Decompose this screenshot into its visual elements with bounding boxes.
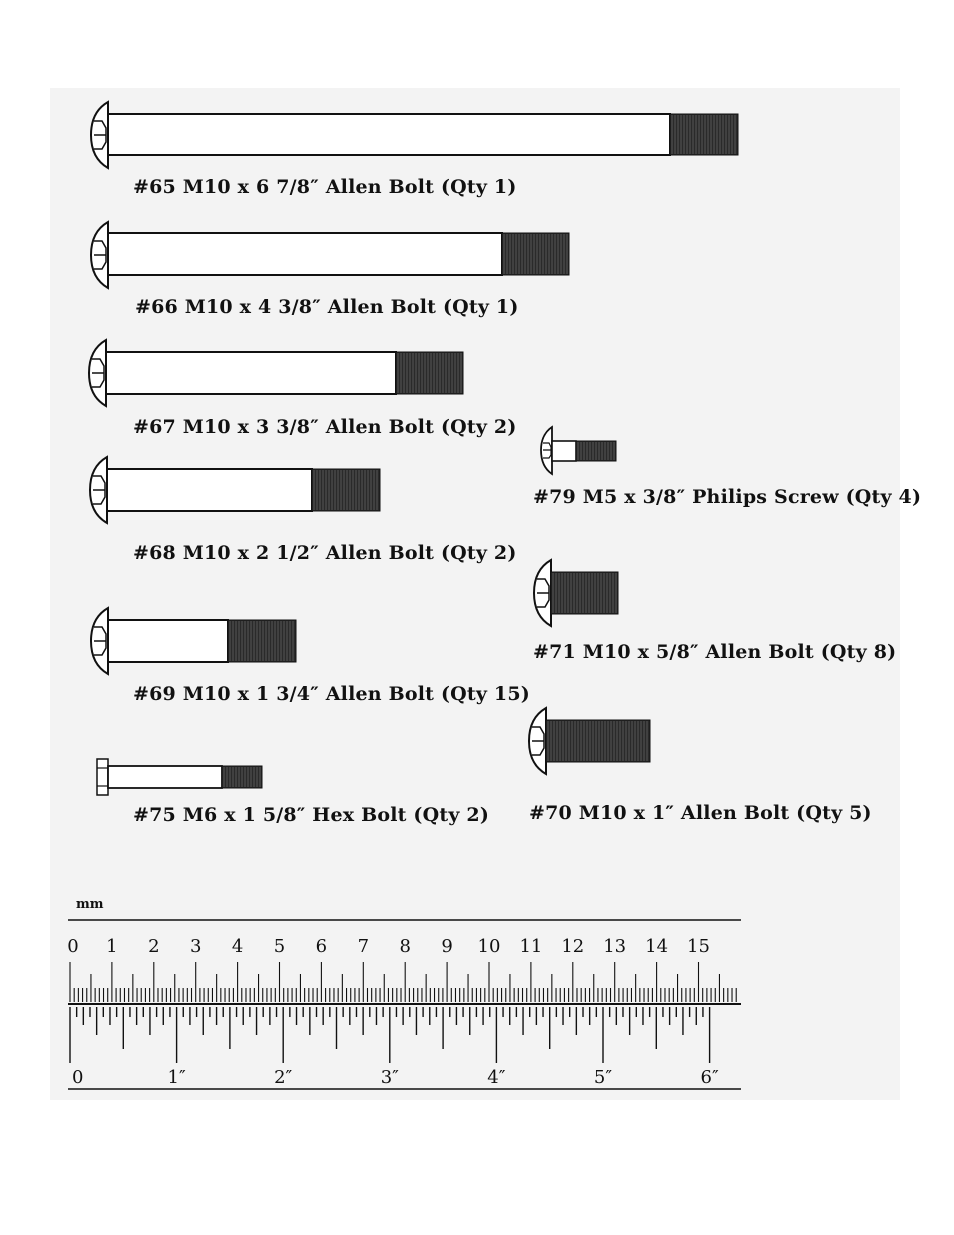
inch-tick-marks [69, 1007, 711, 1063]
philips-screw-icon [540, 425, 617, 476]
cm-label: 11 [519, 936, 542, 957]
part-label-70: #70 M10 x 1″ Allen Bolt (Qty 5) [529, 802, 872, 824]
allen-bolt-icon [527, 706, 651, 776]
mm-tick-marks [69, 962, 737, 1002]
allen-bolt-icon [89, 606, 297, 676]
allen-bolt-icon [89, 100, 739, 170]
cm-label: 0 [67, 936, 78, 957]
inch-tick-labels: 0 1″ 2″ 3″ 4″ 5″ 6″ [72, 1067, 719, 1088]
part-label-65: #65 M10 x 6 7/8″ Allen Bolt (Qty 1) [133, 176, 517, 198]
cm-label: 15 [687, 936, 710, 957]
bolt-70-drawing [526, 706, 666, 778]
part-label-71: #71 M10 x 5/8″ Allen Bolt (Qty 8) [533, 641, 897, 663]
cm-label: 5 [274, 936, 285, 957]
cm-label: 8 [399, 936, 410, 957]
part-label-67: #67 M10 x 3 3/8″ Allen Bolt (Qty 2) [133, 416, 517, 438]
inch-label: 2″ [274, 1067, 292, 1088]
part-label-79: #79 M5 x 3/8″ Philips Screw (Qty 4) [533, 486, 922, 508]
bolt-67-drawing [86, 338, 486, 408]
cm-label: 3 [190, 936, 201, 957]
bolt-65-drawing [88, 100, 748, 170]
screw-79-drawing [538, 425, 628, 477]
bolt-66-drawing [88, 220, 588, 290]
part-label-66: #66 M10 x 4 3/8″ Allen Bolt (Qty 1) [135, 296, 519, 318]
inch-label: 4″ [487, 1067, 505, 1088]
bolt-69-drawing [88, 606, 308, 676]
cm-label: 12 [561, 936, 584, 957]
inch-label: 1″ [168, 1067, 186, 1088]
inch-label: 6″ [701, 1067, 719, 1088]
cm-label: 13 [603, 936, 626, 957]
bolt-68-drawing [87, 455, 397, 525]
bolt-71-drawing [531, 558, 631, 630]
allen-bolt-icon [87, 338, 464, 408]
hex-bolt-icon [96, 758, 263, 796]
cm-label: 14 [645, 936, 668, 957]
ruler-unit-label: mm [76, 897, 104, 912]
part-label-69: #69 M10 x 1 3/4″ Allen Bolt (Qty 15) [133, 683, 530, 705]
cm-label: 6 [316, 936, 327, 957]
bolt-75-drawing [96, 758, 276, 798]
inch-label: 0 [72, 1067, 83, 1088]
part-label-68: #68 M10 x 2 1/2″ Allen Bolt (Qty 2) [133, 542, 517, 564]
cm-label: 2 [148, 936, 159, 957]
inch-label: 5″ [594, 1067, 612, 1088]
cm-label: 7 [358, 936, 369, 957]
inch-label: 3″ [381, 1067, 399, 1088]
cm-label: 4 [232, 936, 243, 957]
cm-label: 1 [106, 936, 117, 957]
allen-bolt-icon [88, 455, 381, 525]
allen-bolt-icon [532, 558, 619, 628]
cm-label: 9 [441, 936, 452, 957]
cm-label: 10 [478, 936, 501, 957]
part-label-75: #75 M6 x 1 5/8″ Hex Bolt (Qty 2) [133, 804, 490, 826]
allen-bolt-icon [89, 220, 570, 290]
